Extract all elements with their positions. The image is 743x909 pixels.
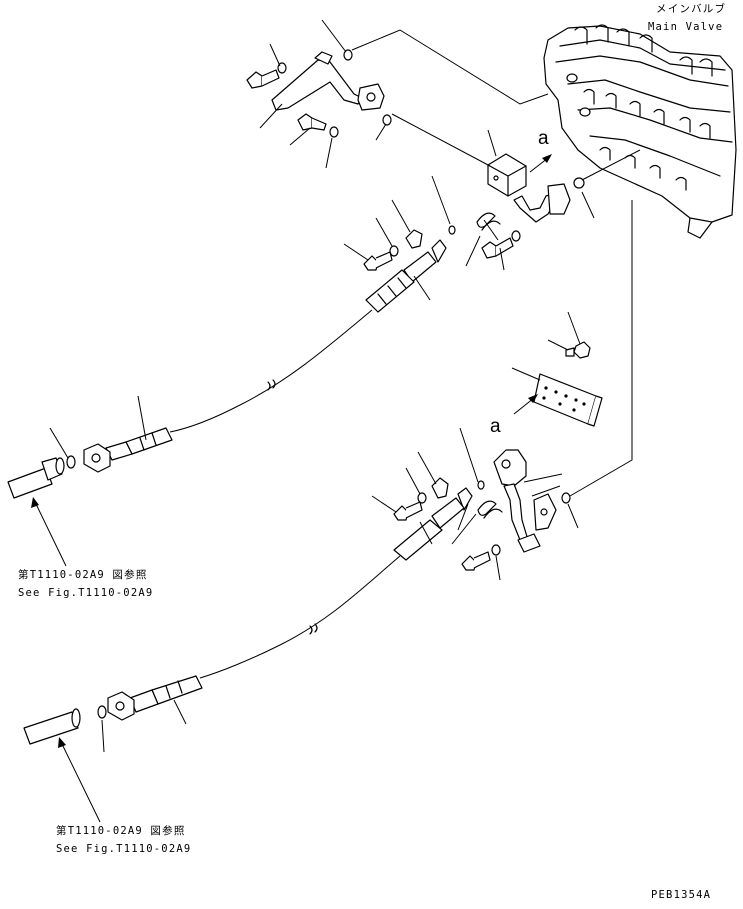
upper-washer-2	[329, 126, 339, 138]
upper-oring-2	[382, 114, 392, 126]
lower-cable-sleeve	[129, 675, 203, 713]
upper-valve-block	[487, 153, 527, 197]
upper-bolt-2	[297, 113, 327, 131]
lower-cable-break	[309, 623, 318, 635]
upper-lower-clamp	[405, 229, 423, 249]
reference-upper-en: See Fig.T1110-02A9	[18, 587, 153, 599]
lower-bolt-2	[461, 551, 491, 571]
upper-pipe-flange	[271, 51, 385, 111]
upper-cable-sleeve	[105, 427, 173, 461]
upper-bolt-1	[246, 69, 280, 89]
main-valve-label-jp: メインバルブ	[656, 2, 726, 15]
upper-control-rod	[7, 457, 65, 499]
reference-upper-jp: 第T1110-02A9 図参照	[18, 568, 148, 581]
lower-nut	[565, 341, 591, 359]
lower-mounting-plate	[533, 373, 603, 427]
view-marker-lower: a	[490, 416, 501, 437]
upper-cable-end-fitting	[365, 239, 447, 313]
upper-oring-1	[343, 49, 353, 61]
upper-cable-nut	[83, 443, 111, 473]
lower-oring-2	[97, 705, 107, 719]
lower-small-oring	[477, 480, 485, 490]
upper-cable-break	[267, 379, 276, 391]
upper-elbow-pipe	[513, 183, 571, 223]
lower-washer-1	[417, 492, 427, 504]
reference-arrow-upper	[31, 497, 67, 567]
upper-bolt-4	[363, 251, 393, 271]
lower-washer-2	[491, 544, 501, 556]
lower-cable	[199, 555, 401, 679]
upper-bolt-3	[481, 237, 514, 259]
main-valve-label-en: Main Valve	[648, 21, 723, 33]
lower-control-rod	[23, 708, 81, 745]
upper-washer-3	[511, 230, 521, 242]
upper-cable	[169, 309, 373, 433]
lower-cable-end-fitting	[393, 487, 473, 561]
leader-lines	[49, 19, 641, 753]
main-valve-drawing	[543, 24, 737, 239]
upper-oring-3	[573, 177, 585, 189]
lower-elbow-block	[493, 449, 527, 487]
upper-oring-5	[66, 455, 76, 469]
view-marker-upper: a	[538, 128, 549, 149]
lower-cable-nut	[107, 691, 135, 721]
upper-washer-4	[389, 245, 399, 257]
upper-small-oring	[448, 225, 456, 235]
lower-oring-1	[561, 492, 571, 504]
view-arrow-upper	[529, 154, 552, 173]
lower-u-clamp	[477, 500, 503, 519]
view-arrow-lower	[513, 394, 538, 415]
reference-lower-jp: 第T1110-02A9 図参照	[56, 824, 186, 837]
reference-lower-en: See Fig.T1110-02A9	[56, 843, 191, 855]
lower-bolt-1	[393, 501, 423, 521]
upper-u-clamp	[476, 212, 501, 231]
drawing-code: PEB1354A	[651, 889, 711, 901]
reference-arrow-lower	[58, 737, 101, 823]
lower-elbow-pipe	[503, 483, 557, 553]
